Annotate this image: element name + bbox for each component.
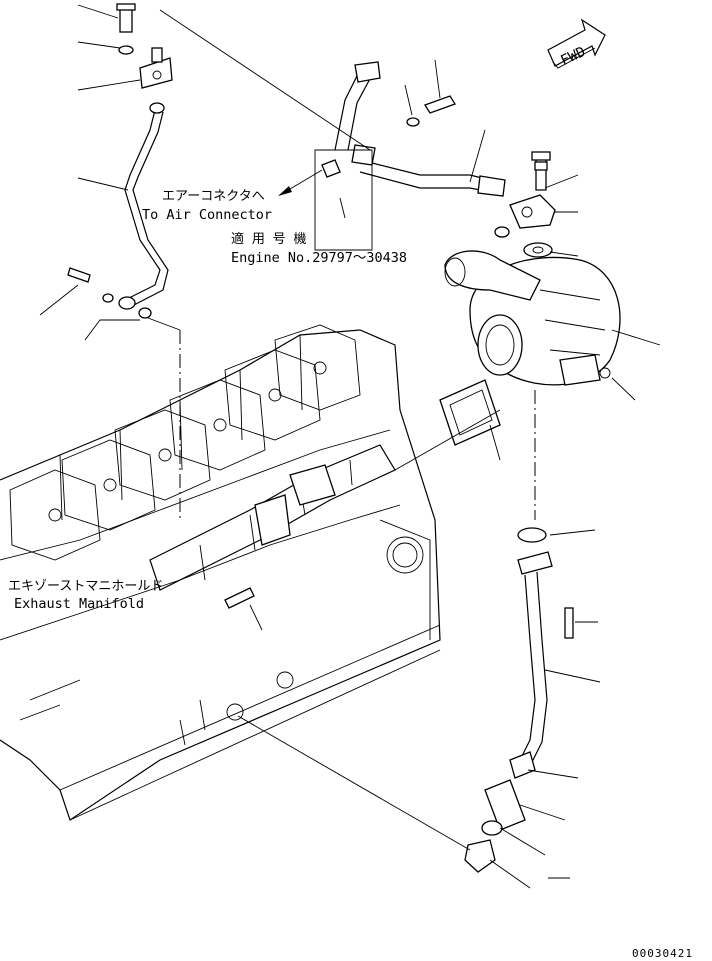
air-connector-jp-label: エアーコネクタへ	[162, 189, 265, 204]
top-left-fittings	[116, 3, 173, 89]
leader-lines	[39, 4, 661, 889]
engine-no-label: Engine No.29797～30438	[231, 250, 407, 266]
oil-supply-tube	[67, 102, 169, 319]
exhaust-manifold	[149, 444, 396, 591]
turbocharger	[444, 250, 621, 386]
oil-inlet-parts	[494, 151, 556, 258]
engine-block	[0, 324, 441, 821]
exhaust-manifold-en-label: Exhaust Manifold	[14, 596, 144, 612]
bolts	[224, 161, 548, 609]
drawing-number: 00030421	[632, 947, 693, 960]
air-connector-arrow	[278, 169, 323, 196]
air-connector-en-label: To Air Connector	[142, 207, 272, 223]
exhaust-manifold-jp-label: エキゾーストマニホールド	[8, 579, 163, 594]
applicable-jp-label: 適 用 号 機	[231, 231, 306, 247]
applicable-range-box	[314, 149, 373, 251]
exhaust-gasket	[439, 379, 501, 446]
fwd-label: FWD	[558, 44, 588, 69]
fwd-arrow-icon: FWD	[547, 18, 606, 69]
oil-inlet-hose	[334, 61, 506, 197]
oil-drain-pipe	[464, 527, 574, 873]
